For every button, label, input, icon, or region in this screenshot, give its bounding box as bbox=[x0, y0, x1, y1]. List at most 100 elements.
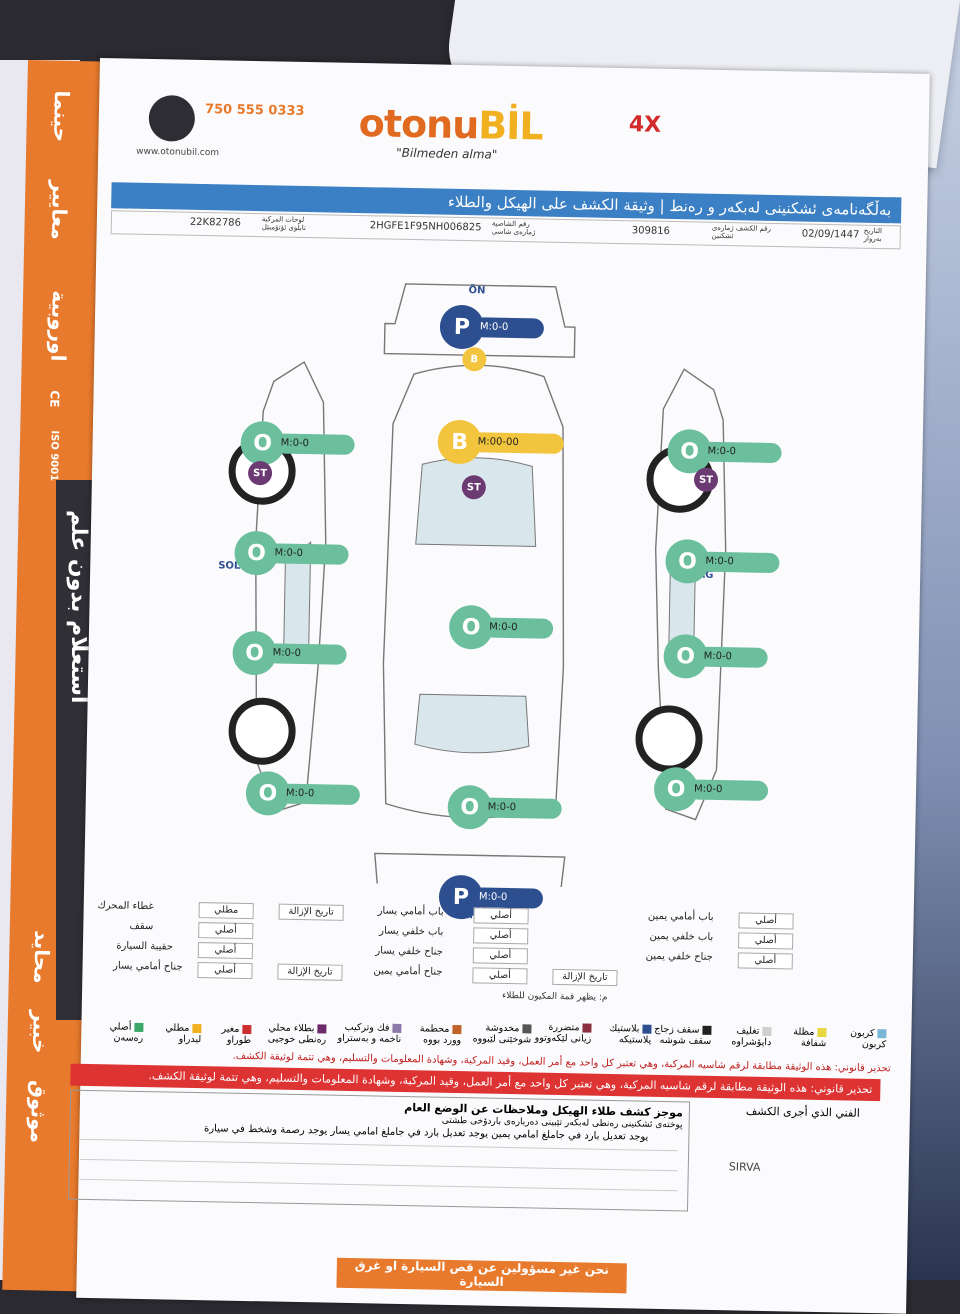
marker-pill: M:0-0 bbox=[268, 543, 349, 565]
marker-pill: M:0-0 bbox=[699, 551, 780, 574]
side-text-3: اوروبية bbox=[46, 290, 72, 362]
front-view-outline bbox=[383, 283, 576, 358]
marker-pill: M:0-0 bbox=[279, 783, 361, 806]
legend-swatch bbox=[317, 1024, 327, 1034]
legend-swatch bbox=[452, 1024, 462, 1035]
part-right-front-fender: جناح أمامي يمين bbox=[373, 965, 443, 978]
technician-title: الفني الذي أجرى الكشف bbox=[745, 1104, 861, 1120]
marker-pill: M:0-0 bbox=[701, 441, 782, 464]
extra-right-front-fender: تاريخ الإزالة bbox=[552, 968, 618, 987]
legend-item-12: أصلي رەسەن bbox=[81, 1021, 144, 1044]
status-right-front-fender: أصلي bbox=[472, 967, 528, 985]
legend-item-1: مظلة شفافة bbox=[771, 1026, 827, 1049]
paint-note: م: يظهر قمة المكيون للطلاء bbox=[501, 990, 608, 1003]
status-hood: مطلي bbox=[198, 902, 254, 920]
left-rear-wheel bbox=[228, 697, 296, 765]
legend-item-7: محطمة وورد بووە bbox=[401, 1023, 462, 1046]
legend-item-6: مخدوشة شوخێنی لێبووە bbox=[461, 1022, 532, 1045]
marker-left-fender[interactable]: O M:0-0 bbox=[240, 420, 355, 467]
badge-4x: 4X bbox=[628, 112, 662, 138]
legend-item-8: فك وتركيب ناخمە و بەستراو bbox=[326, 1022, 402, 1045]
side-bottom-3: موثوق bbox=[25, 1079, 52, 1144]
part-roof: سقف bbox=[129, 920, 154, 933]
legend-swatch bbox=[582, 1023, 592, 1033]
chassis-label: رقم الشاصية ژمارەی شاسی bbox=[491, 219, 536, 237]
legend-item-11: مطلي ليدراو bbox=[146, 1022, 202, 1045]
plate-value: 22K82786 bbox=[189, 216, 242, 229]
date-label: التاريخ بەروار bbox=[863, 226, 883, 244]
legend-swatch bbox=[702, 1025, 712, 1035]
summary-box: موجز كشف طلاء الهيكل وملاحظات عن الوضع ا… bbox=[68, 1089, 691, 1212]
status-right-rear-fender: أصلي bbox=[737, 952, 793, 970]
part-trunk: حقيبة السيارة bbox=[116, 940, 174, 953]
logo-main: otonu bbox=[358, 100, 479, 148]
legend-swatch bbox=[817, 1027, 827, 1038]
marker-left-front-door[interactable]: O M:0-0 bbox=[234, 530, 349, 577]
technician-name: SIRVA bbox=[728, 1160, 761, 1174]
legend-swatch bbox=[192, 1023, 202, 1034]
logo-accent: BİL bbox=[477, 103, 544, 149]
side-text-2: معايير bbox=[46, 180, 73, 240]
legend-swatch bbox=[242, 1024, 252, 1035]
part-right-rear-fender: جناح خلفي يمين bbox=[645, 950, 713, 963]
marker-right-rear-fender[interactable]: O M:0-0 bbox=[653, 766, 769, 813]
top-windshield bbox=[415, 457, 537, 547]
front-label: ÖN bbox=[468, 285, 486, 297]
chassis-value: 2HGFE1F95NH006825 bbox=[369, 220, 482, 234]
legend-item-2: تغليف داپۆشراوە bbox=[711, 1025, 772, 1048]
part-right-rear-door: باب خلفي يمين bbox=[649, 930, 714, 943]
legend-item-5: متضررة زيانی لێكەوتوو bbox=[531, 1021, 592, 1045]
dark-band-text: استعلام بدون علم bbox=[66, 510, 91, 704]
divider bbox=[79, 1178, 678, 1192]
legend-item-3: سقف زجاج سقف شوشە bbox=[651, 1024, 712, 1047]
part-left-rear-fender: جناح خلفي يسار bbox=[375, 945, 444, 958]
marker-pill: M:0-0 bbox=[481, 797, 562, 819]
marker-hood[interactable]: B M:00-00 bbox=[437, 419, 564, 466]
footer-disclaimer: نحن غير مسؤولين عن قص السيارة او غرق الس… bbox=[336, 1257, 627, 1294]
technician-box: الفني الذي أجرى الكشف SIRVA bbox=[698, 1100, 890, 1214]
status-trunk: أصلي bbox=[197, 942, 254, 960]
status-left-rear-door: أصلي bbox=[473, 927, 529, 945]
extra-left-front-fender: تاريخ الإزالة bbox=[277, 963, 343, 981]
iso-mark: ISO 9001 bbox=[47, 430, 60, 482]
divider bbox=[79, 1158, 678, 1172]
status-left-front-fender: أصلي bbox=[197, 962, 253, 980]
right-rear-wheel bbox=[635, 705, 703, 773]
marker-pill: M:0-0 bbox=[687, 779, 769, 801]
extra-hood: تاريخ الإزالة bbox=[278, 903, 344, 921]
part-right-front-door: باب أمامي يمين bbox=[647, 910, 714, 923]
date-value: 02/09/1447 bbox=[801, 228, 860, 241]
legend-swatch bbox=[642, 1024, 652, 1034]
phone-number: 750 555 0333 bbox=[204, 102, 305, 119]
legend-swatch bbox=[392, 1023, 402, 1033]
part-left-front-fender: جناح أمامي يسار bbox=[112, 960, 183, 973]
marker-right-front-door[interactable]: O M:0-0 bbox=[665, 538, 780, 585]
marker-pill: M:0-0 bbox=[274, 433, 355, 455]
inspection-sheet: 750 555 0333 www.otonubil.com otonuBİL "… bbox=[68, 58, 930, 1314]
marker-trunk[interactable]: O M:0-0 bbox=[447, 784, 562, 831]
report-value: 309816 bbox=[631, 225, 671, 237]
legend-swatch bbox=[522, 1024, 532, 1034]
marker-left-rear-door[interactable]: O M:0-0 bbox=[232, 630, 347, 677]
top-rear-glass bbox=[414, 693, 530, 754]
marker-front[interactable]: P M:0-0 bbox=[439, 304, 545, 351]
part-left-front-door: باب أمامي يسار bbox=[377, 905, 444, 918]
marker-pill: M:00-00 bbox=[471, 432, 564, 454]
website: www.otonubil.com bbox=[136, 146, 220, 159]
legend-item-9: بطلاء محلي رەنطی خوجيی bbox=[251, 1022, 327, 1046]
marker-roof[interactable]: O M:0-0 bbox=[448, 604, 554, 651]
legend-swatch bbox=[134, 1022, 144, 1033]
marker-right-fender[interactable]: O M:0-0 bbox=[667, 428, 782, 475]
status-left-rear-fender: أصلي bbox=[472, 947, 528, 965]
user-icon bbox=[148, 94, 196, 142]
plate-label: لوحات المركبة تابلوی ئۆتۆمبێل bbox=[261, 215, 306, 232]
legend-item-4: بلاستيك پلاستيكە bbox=[591, 1023, 652, 1046]
legend-swatch bbox=[877, 1029, 887, 1039]
status-left-front-door: أصلي bbox=[473, 907, 529, 925]
legend-item-10: مغير طوراو bbox=[201, 1023, 252, 1046]
slogan: "Bilmeden alma" bbox=[396, 145, 498, 162]
marker-left-rear-fender[interactable]: O M:0-0 bbox=[245, 770, 361, 817]
marker-right-rear-door[interactable]: O M:0-0 bbox=[663, 633, 768, 680]
status-roof: أصلي bbox=[198, 922, 254, 940]
marker-pill: M:0-0 bbox=[473, 317, 545, 339]
